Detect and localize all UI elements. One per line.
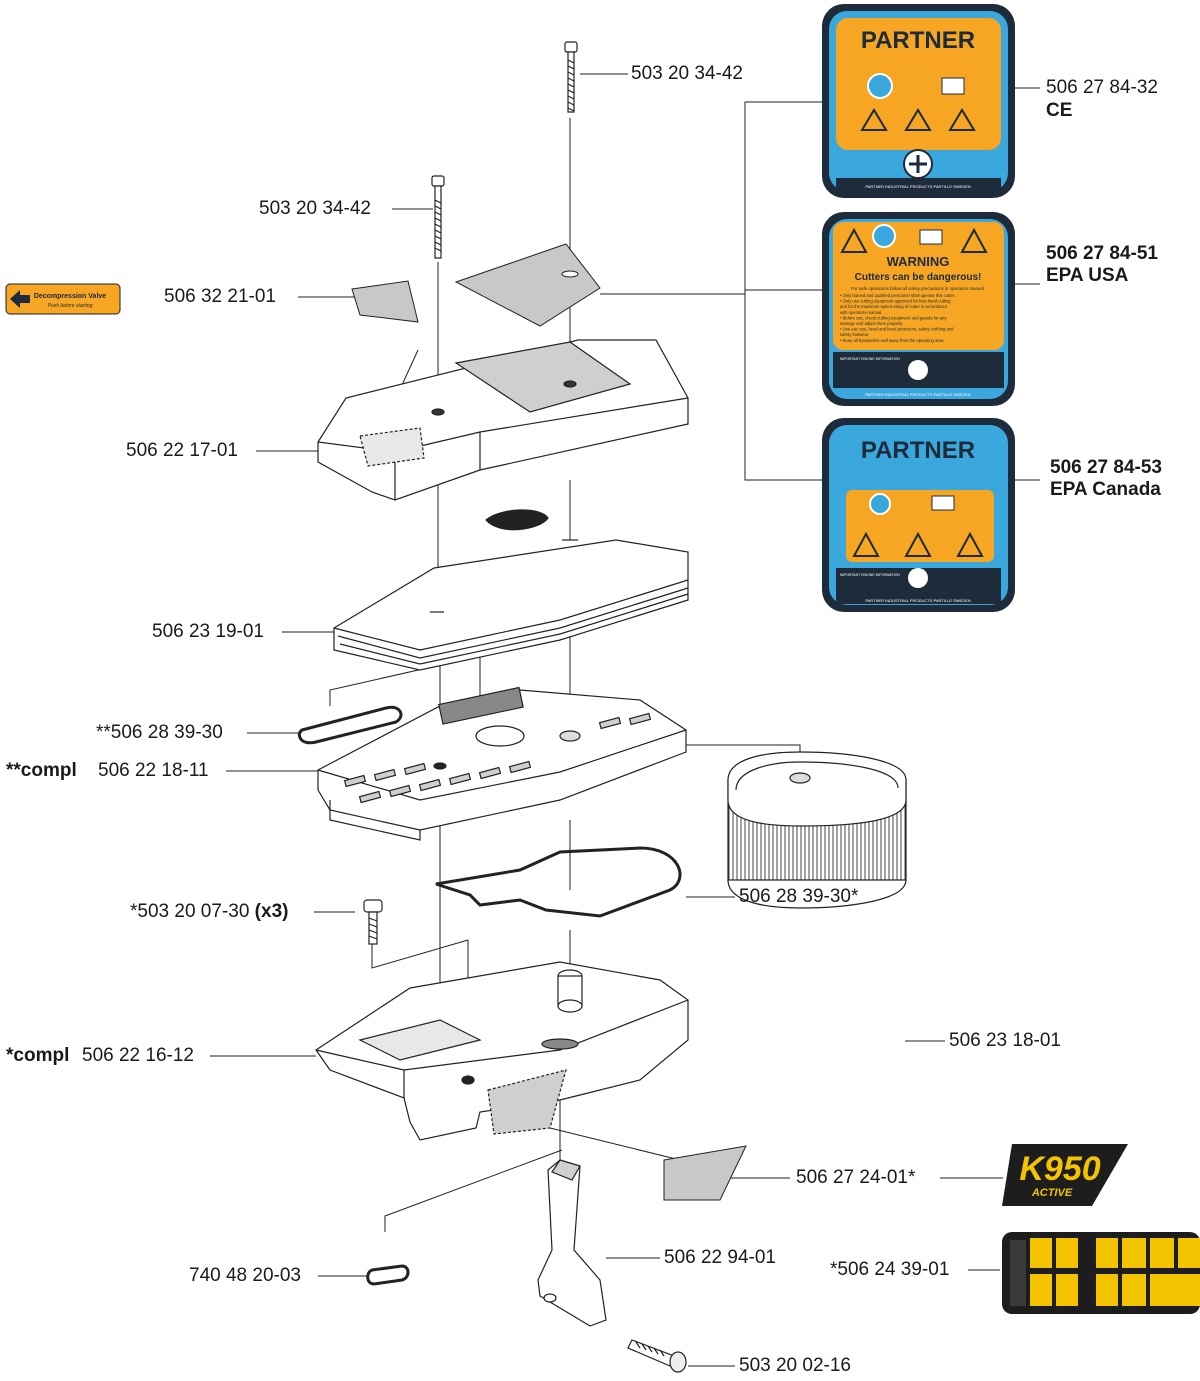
decompression-decal-plate — [351, 280, 419, 323]
label-prefilter: 506 23 19-01 — [152, 621, 264, 642]
decal-canada-brand: PARTNER — [861, 437, 975, 464]
decal-warning-lines: • Only trained and qualified personnel s… — [840, 293, 955, 343]
screw-bottom — [627, 1339, 687, 1373]
air-filter-cover — [317, 339, 689, 501]
label-base-prefix: *compl — [6, 1045, 70, 1066]
label-intake-pipe: 506 22 94-01 — [664, 1247, 776, 1268]
decal-epa-usa — [822, 212, 1015, 406]
k950-text: K950 — [1019, 1150, 1100, 1188]
label-base: 506 22 16-12 — [82, 1045, 194, 1066]
label-gasket-top: **506 28 39-30 — [96, 722, 223, 743]
o-ring — [366, 1264, 410, 1286]
decal-ce-footer: PARTNER INDUSTRIAL PRODUCTS PARTILLE SWE… — [865, 184, 970, 189]
decal-warning-line: and for the maximum speed rating of cutt… — [840, 304, 948, 309]
decal-warning-line: • Use ear, eye, head and hand protectors… — [840, 327, 954, 332]
label-screw-bottom: 503 20 02-16 — [739, 1355, 851, 1376]
label-decal-usa-number: 506 27 84-51 — [1046, 243, 1158, 264]
label-gasket-mid: 506 28 39-30* — [739, 886, 859, 907]
decal-warning-title: WARNING — [887, 254, 950, 269]
decal-warning-line: • Before use, check cutting equipment an… — [840, 315, 947, 320]
gasket-top-seal — [297, 705, 403, 745]
decompression-title: Decompression Valve — [34, 293, 106, 300]
label-decal-canada-variant: EPA Canada — [1050, 479, 1161, 500]
screw-long-right — [564, 41, 578, 113]
screw-long-left — [431, 175, 445, 259]
label-screw-mid-qty: (x3) — [254, 901, 289, 922]
label-decal-ce-variant: CE — [1046, 100, 1073, 121]
decal-usa-footer: PARTNER INDUSTRIAL PRODUCTS PARTILLE SWE… — [865, 392, 970, 397]
decal-ce-brand: PARTNER — [861, 27, 975, 54]
decal-warning-intro: For safe operations follow all safety pr… — [851, 286, 985, 291]
label-decal-controls: *506 24 39-01 — [830, 1259, 950, 1280]
decal-epa-canada — [822, 418, 1015, 612]
decal-warning-line: • Only use cutting equipment approved fo… — [840, 299, 951, 304]
label-decal-ce-number: 506 27 84-32 — [1046, 77, 1158, 98]
k950-logo — [1002, 1144, 1128, 1206]
filter-base — [315, 961, 689, 1141]
label-screw-mid: *503 20 07-30 (x3) — [130, 902, 288, 921]
decal-warning-line: • Keep all bystanders well away from the… — [840, 338, 945, 343]
decal-warning-line: with operators manual. — [840, 310, 882, 315]
k950-active-text: ACTIVE — [1031, 1187, 1073, 1199]
label-screw-top-right: 503 20 34-42 — [631, 63, 743, 84]
decompression-label — [5, 283, 121, 315]
label-o-ring: 740 48 20-03 — [189, 1265, 301, 1286]
decal-warning-line: safety footwear. — [840, 332, 869, 337]
label-decal-base: 506 27 24-01* — [796, 1167, 916, 1188]
label-decal-canada-number: 506 27 84-53 — [1050, 457, 1162, 478]
gasket-mid-seal — [435, 846, 682, 918]
controls-decal — [1002, 1232, 1200, 1314]
decal-warning-line: damage and adjust them properly. — [840, 321, 903, 326]
label-decal-usa-variant: EPA USA — [1046, 265, 1129, 286]
decal-usa-engine-info: IMPORTANT ENGINE INFORMATION — [840, 357, 900, 361]
label-screw-mid-number: *503 20 07-30 — [130, 901, 250, 922]
prefilter-pad — [333, 509, 689, 671]
decal-ce — [822, 4, 1015, 198]
label-decompression-decal: 506 32 21-01 — [164, 286, 276, 307]
decal-canada-footer: PARTNER INDUSTRIAL PRODUCTS PARTILLE SWE… — [865, 598, 970, 603]
decompression-sub: Push before starting — [48, 303, 93, 309]
screw-mid — [363, 899, 383, 945]
intake-pipe — [537, 1159, 607, 1327]
label-cover: 506 22 17-01 — [126, 440, 238, 461]
label-main-filter: 506 23 18-01 — [949, 1030, 1061, 1051]
decal-warning-sub: Cutters can be dangerous! — [855, 272, 982, 283]
decal-warning-line: • Only trained and qualified personnel s… — [840, 293, 955, 298]
filter-holder — [317, 686, 687, 841]
top-decal-plate — [454, 243, 601, 327]
label-filter-holder-prefix: **compl — [6, 760, 77, 781]
base-decal-plate — [663, 1145, 747, 1201]
main-filter-element — [727, 751, 907, 909]
label-filter-holder: 506 22 18-11 — [98, 760, 209, 781]
label-screw-top-left: 503 20 34-42 — [259, 198, 371, 219]
decal-canada-engine-info: IMPORTANT ENGINE INFORMATION — [840, 573, 900, 577]
